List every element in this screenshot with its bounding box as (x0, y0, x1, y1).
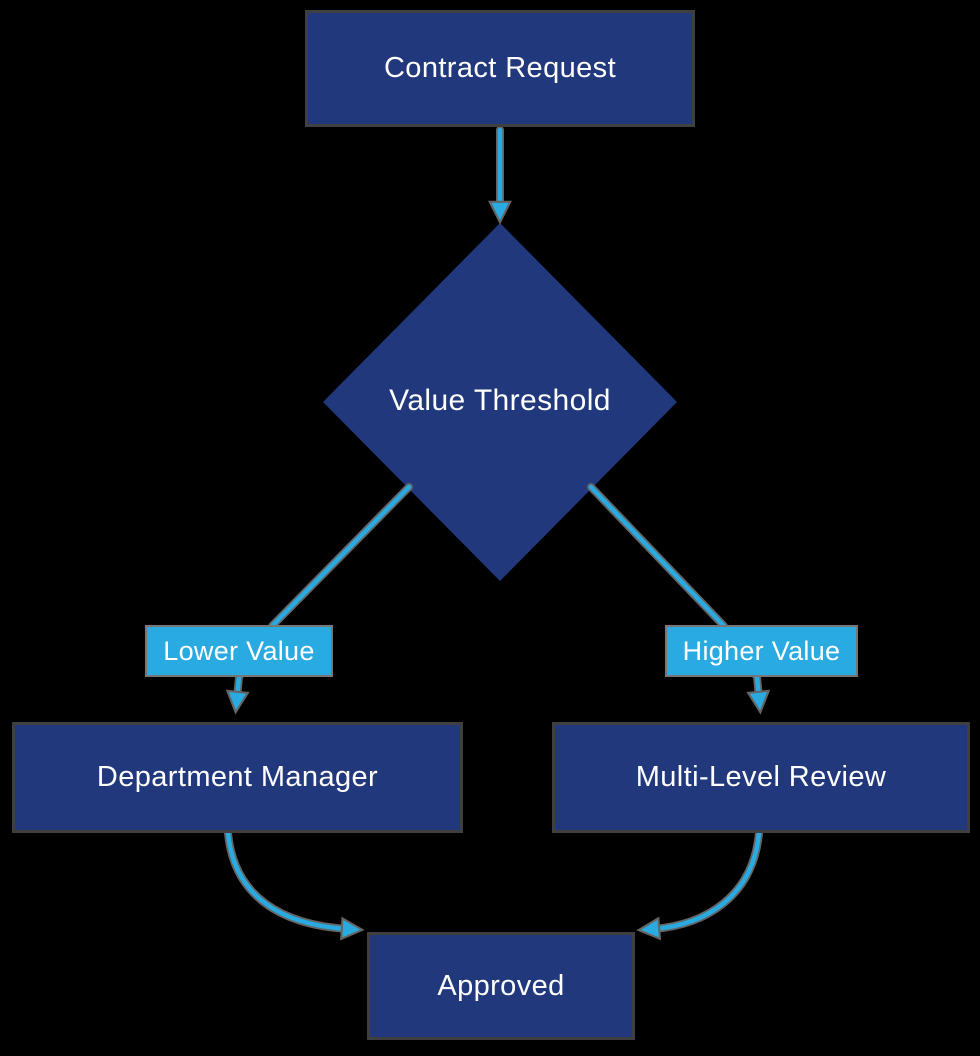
node-multi-level-review: Multi-Level Review (552, 722, 970, 833)
edge-multi-level-review-to-approved (653, 829, 763, 929)
node-department-manager: Department Manager (12, 722, 463, 833)
node-approved: Approved (367, 932, 635, 1040)
edge-label-higher-value-text: Higher Value (682, 635, 841, 666)
node-approved-label: Approved (437, 969, 565, 1002)
edge-department-manager-to-approved (224, 829, 348, 929)
node-multi-level-review-label: Multi-Level Review (635, 761, 887, 793)
node-department-manager-label: Department Manager (96, 761, 379, 793)
node-value-threshold-diamond (323, 223, 677, 581)
edge-label-lower-value: Lower Value (145, 625, 333, 677)
node-value-threshold-label: Value Threshold (389, 384, 611, 417)
edge-label-lower-value-text: Lower Value (163, 635, 315, 666)
node-contract-request: Contract Request (305, 10, 695, 127)
node-contract-request-label: Contract Request (383, 52, 617, 84)
edge-label-higher-value: Higher Value (665, 625, 858, 677)
